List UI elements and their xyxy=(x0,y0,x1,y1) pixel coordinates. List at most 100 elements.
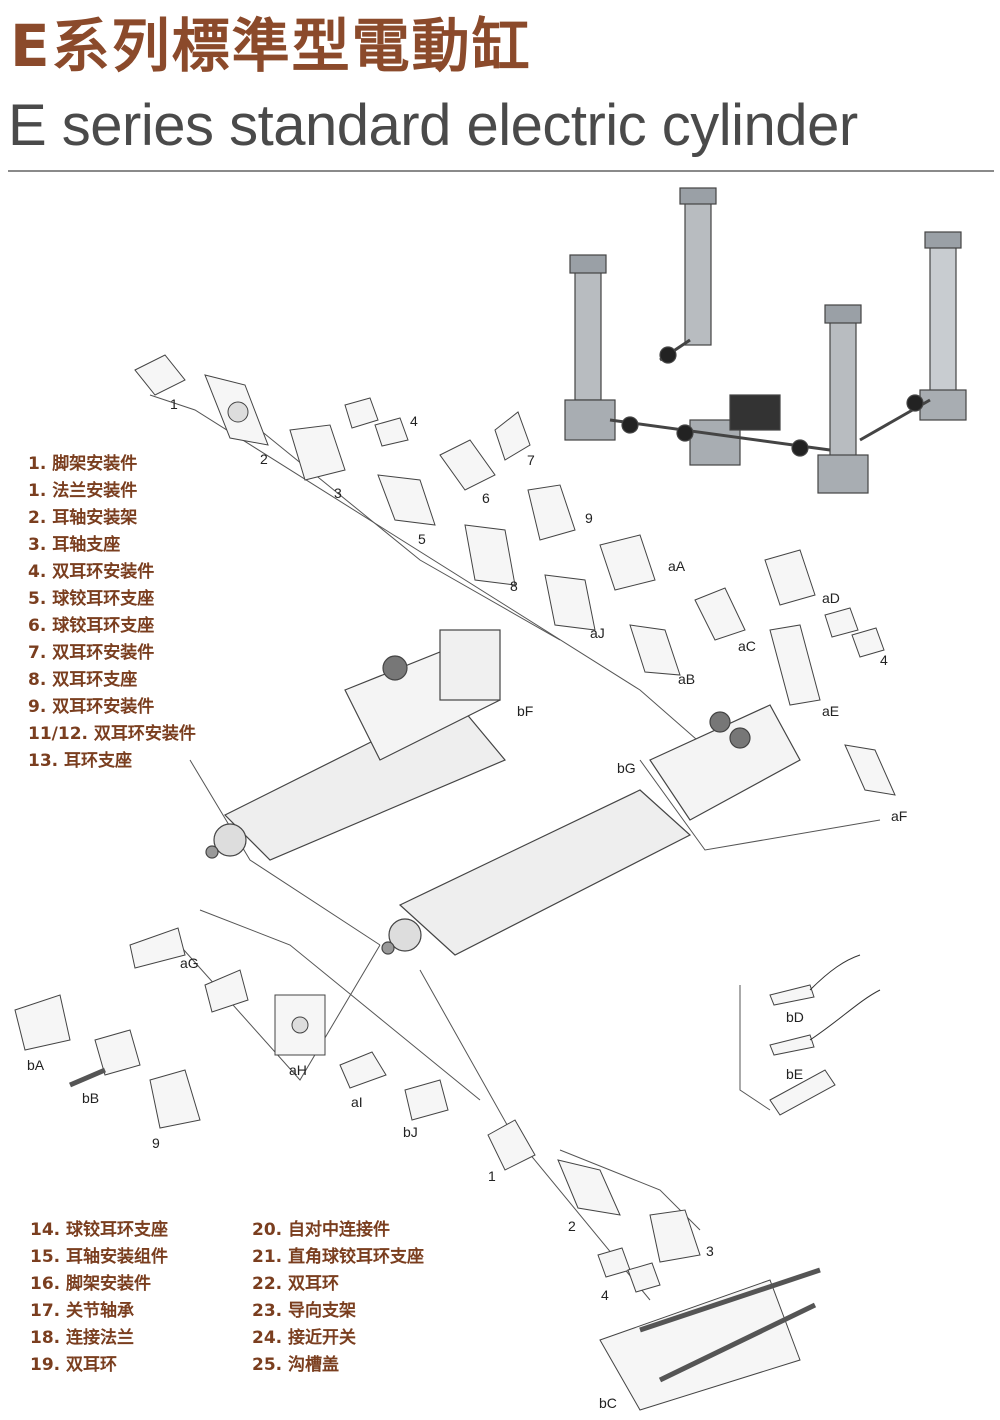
leader-line xyxy=(189,759,381,946)
legend-item: 20. 自对中连接件 xyxy=(252,1220,391,1240)
part-label: bG xyxy=(617,760,636,776)
legend-item: 2. 耳轴安装架 xyxy=(28,508,138,528)
part-bE-sensor xyxy=(769,1034,815,1056)
header-divider xyxy=(8,170,994,172)
legend-item: 1. 法兰安装件 xyxy=(28,481,138,501)
part-label: bA xyxy=(27,1057,45,1073)
part-aC xyxy=(694,587,746,641)
legend-item: 17. 关节轴承 xyxy=(30,1301,135,1321)
parts-legend-top: 1. 脚架安装件 1. 法兰安装件 2. 耳轴安装架 3. 耳轴支座 4. 双耳… xyxy=(28,451,196,775)
part-aG xyxy=(129,927,186,969)
part-aA xyxy=(599,534,656,591)
part-aF xyxy=(844,744,896,796)
part-c2 xyxy=(557,1159,621,1216)
sensor-cable xyxy=(809,989,881,1041)
legend-item: 6. 球铰耳环支座 xyxy=(28,616,155,636)
part-label: aD xyxy=(822,590,840,606)
legend-item: 22. 双耳环 xyxy=(252,1274,340,1294)
part-1-foot-mount xyxy=(134,354,186,396)
part-label: aF xyxy=(891,808,908,824)
cylinder-bG xyxy=(381,704,801,956)
part-label: bF xyxy=(517,703,534,719)
leader-line xyxy=(199,909,481,1101)
part-label: aI xyxy=(351,1094,363,1110)
part-c3 xyxy=(649,1209,701,1263)
legend-item: 19. 双耳环 xyxy=(30,1355,118,1375)
part-label: bB xyxy=(82,1090,100,1106)
part-label: bJ xyxy=(403,1124,418,1140)
part-label: 4 xyxy=(410,413,418,429)
part-c1 xyxy=(487,1119,536,1171)
legend-item: 21. 直角球铰耳环支座 xyxy=(252,1247,425,1267)
part-label: 4 xyxy=(601,1287,609,1303)
part-label: aC xyxy=(738,638,756,654)
part-label: 2 xyxy=(260,451,268,467)
part-label: 6 xyxy=(482,490,490,506)
part-aG-rodend xyxy=(204,969,249,1013)
part-aJ xyxy=(544,574,596,631)
part-label: 9 xyxy=(152,1135,160,1151)
legend-item: 25. 沟槽盖 xyxy=(252,1355,340,1375)
part-bD-sensor xyxy=(769,984,815,1006)
part-label: 9 xyxy=(585,510,593,526)
legend-item: 3. 耳轴支座 xyxy=(28,535,121,555)
part-bA xyxy=(14,994,71,1051)
part-bB xyxy=(94,1029,141,1076)
part-label: aJ xyxy=(590,625,605,641)
part-a4b xyxy=(851,627,885,658)
leader-line xyxy=(639,759,881,851)
part-aD xyxy=(764,549,816,606)
legend-item: 14. 球铰耳环支座 xyxy=(30,1220,169,1240)
part-label: 4 xyxy=(880,652,888,668)
part-label: bD xyxy=(786,1009,804,1025)
part-label: 1 xyxy=(488,1168,496,1184)
legend-item: 18. 连接法兰 xyxy=(30,1328,135,1348)
page-title-chinese: E系列標準型電動缸 xyxy=(10,12,532,80)
part-label: bC xyxy=(599,1395,617,1411)
legend-item: 4. 双耳环安装件 xyxy=(28,562,155,582)
part-groove-cover xyxy=(769,1069,836,1116)
part-bC-guide xyxy=(599,1279,801,1411)
part-c4 xyxy=(597,1247,631,1278)
legend-item: 24. 接近开关 xyxy=(252,1328,357,1348)
legend-item: 13. 耳环支座 xyxy=(28,751,133,771)
part-c4b xyxy=(627,1262,661,1293)
part-9-lower xyxy=(149,1069,201,1129)
part-5-spherical-support xyxy=(377,474,436,526)
part-4-bracket xyxy=(344,397,379,429)
part-label: aB xyxy=(678,671,696,687)
cylinder-bF xyxy=(205,629,506,861)
part-label: bE xyxy=(786,1066,804,1082)
page-title-english: E series standard electric cylinder xyxy=(8,93,858,158)
part-6-spherical-support xyxy=(439,439,496,491)
part-label: aE xyxy=(822,703,840,719)
gantry-assembly xyxy=(564,187,967,494)
part-9-clevis-mount xyxy=(527,484,576,541)
part-label: aG xyxy=(180,955,199,971)
parts-legend-bottom-left: 14. 球铰耳环支座 15. 耳轴安装组件 16. 脚架安装件 17. 关节轴承… xyxy=(30,1217,168,1379)
part-label: 3 xyxy=(334,485,342,501)
part-label: 8 xyxy=(510,578,518,594)
legend-item: 1. 脚架安装件 xyxy=(28,454,138,474)
part-label: 1 xyxy=(170,396,178,412)
part-7-clevis-mount xyxy=(494,411,531,461)
legend-item: 11/12. 双耳环安装件 xyxy=(28,724,196,744)
part-label: 7 xyxy=(527,452,535,468)
legend-item: 5. 球铰耳环支座 xyxy=(28,589,155,609)
legend-item: 8. 双耳环支座 xyxy=(28,670,138,690)
part-label: aA xyxy=(668,558,686,574)
part-aE xyxy=(769,624,821,706)
legend-item: 7. 双耳环安装件 xyxy=(28,643,155,663)
legend-item: 15. 耳轴安装组件 xyxy=(30,1247,169,1267)
part-label: aH xyxy=(289,1062,307,1078)
leader-line xyxy=(149,394,721,761)
part-label: 5 xyxy=(418,531,426,547)
sensor-cable xyxy=(809,954,861,991)
part-3-trunnion xyxy=(289,424,346,481)
part-8-clevis-support xyxy=(464,524,516,586)
part-aB xyxy=(629,624,681,676)
part-a4 xyxy=(824,607,859,638)
legend-item: 23. 导向支架 xyxy=(252,1301,357,1321)
part-label: 2 xyxy=(568,1218,576,1234)
